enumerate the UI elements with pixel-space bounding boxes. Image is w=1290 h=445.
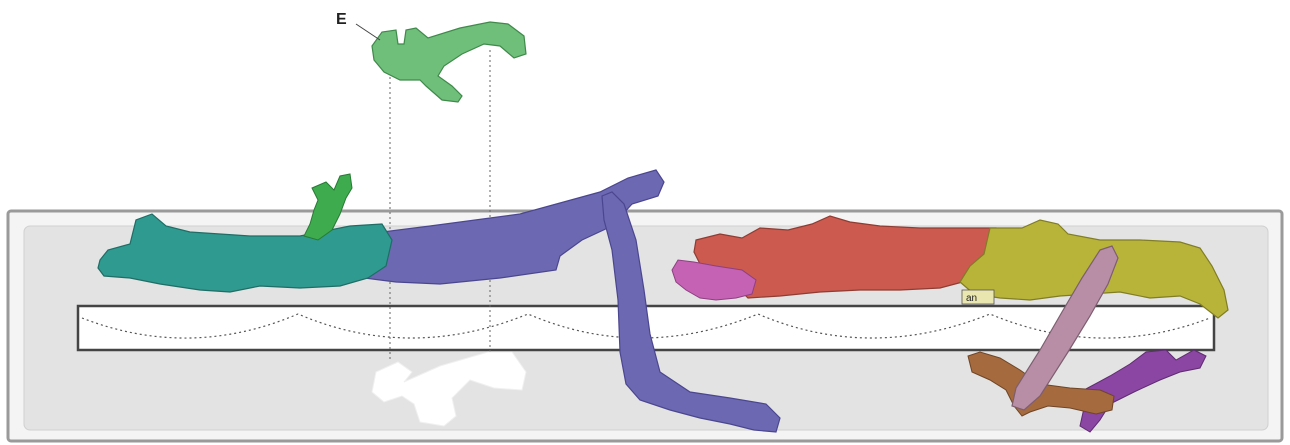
label-e-leader — [356, 24, 380, 40]
green-piece-e — [372, 22, 526, 102]
label-e: E — [336, 11, 347, 28]
small-tag-label: an — [966, 293, 977, 304]
